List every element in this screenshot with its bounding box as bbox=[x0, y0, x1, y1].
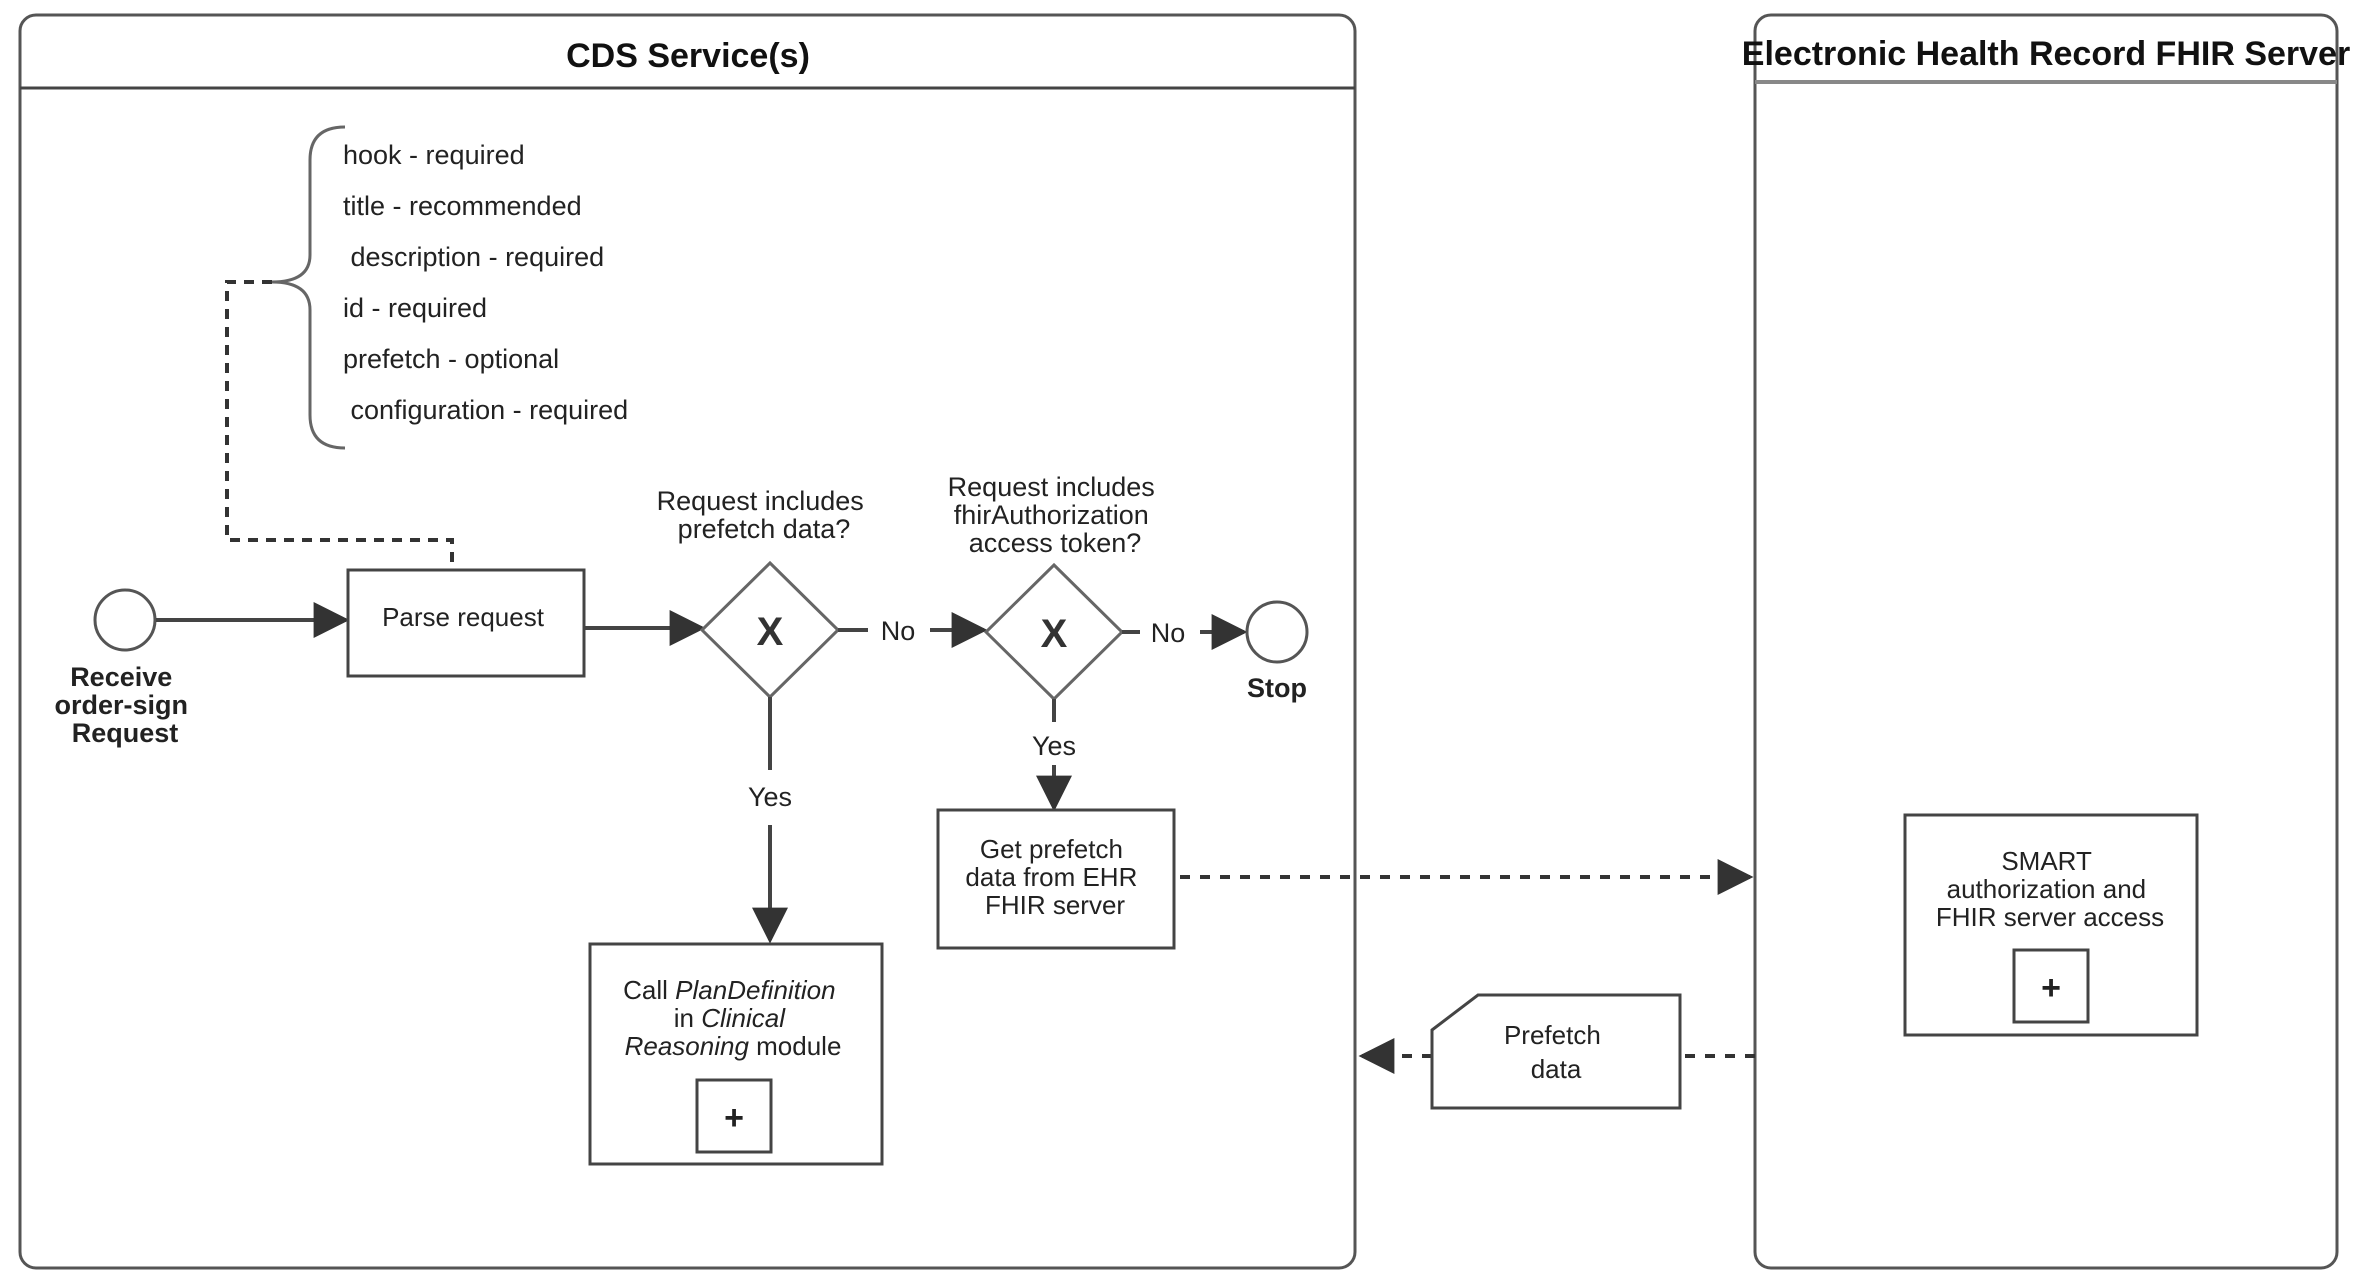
flow-label-no: No bbox=[881, 616, 916, 646]
data-object-label: Prefetch data bbox=[1504, 1020, 1608, 1084]
gateway-symbol: X bbox=[757, 610, 784, 654]
subprocess-label: Call PlanDefinition in Clinical Reasonin… bbox=[623, 975, 843, 1061]
flow-label-yes: Yes bbox=[1032, 731, 1076, 761]
subprocess-expand-marker[interactable]: + bbox=[2012, 948, 2090, 1024]
plus-icon: + bbox=[2041, 969, 2061, 1007]
pool-ehr-fhir-server: Electronic Health Record FHIR Server bbox=[1742, 13, 2350, 1270]
annotation-brace bbox=[271, 125, 346, 450]
task-parse-request[interactable]: Parse request bbox=[346, 568, 586, 678]
gateway-exclusive-1[interactable]: X bbox=[699, 560, 841, 700]
annotation-item: hook - required bbox=[343, 140, 525, 170]
start-event-label: Receive order-sign Request bbox=[54, 662, 195, 748]
subprocess-expand-marker[interactable]: + bbox=[695, 1078, 773, 1154]
annotation-item: prefetch - optional bbox=[343, 344, 559, 374]
flow-label-yes: Yes bbox=[748, 782, 792, 812]
gateway-1-question: Request includes prefetch data? bbox=[657, 486, 872, 544]
task-get-prefetch-data[interactable]: Get prefetch data from EHR FHIR server bbox=[936, 808, 1176, 950]
flow-label-no: No bbox=[1151, 618, 1186, 648]
association-line bbox=[225, 280, 454, 570]
subprocess-smart-authorization[interactable]: SMART authorization and FHIR server acce… bbox=[1903, 813, 2199, 1037]
annotation-item: configuration - required bbox=[343, 395, 628, 425]
subprocess-call-plandefinition[interactable]: Call PlanDefinition in Clinical Reasonin… bbox=[588, 942, 884, 1166]
pool-title-cds: CDS Service(s) bbox=[566, 37, 810, 75]
end-event-stop[interactable] bbox=[1245, 600, 1309, 664]
data-object-prefetch[interactable]: Prefetch data bbox=[1430, 993, 1682, 1110]
annotation-item: id - required bbox=[343, 293, 487, 323]
start-event[interactable] bbox=[93, 588, 157, 652]
plus-icon: + bbox=[724, 1099, 744, 1137]
end-event-label: Stop bbox=[1247, 673, 1307, 703]
text-annotation: hook - required title - recommended desc… bbox=[271, 125, 628, 450]
pool-cds-services: CDS Service(s) bbox=[18, 13, 1357, 1270]
gateway-exclusive-2[interactable]: X bbox=[983, 562, 1125, 702]
task-label: Get prefetch data from EHR FHIR server bbox=[965, 834, 1144, 920]
annotation-item: title - recommended bbox=[343, 191, 582, 221]
gateway-symbol: X bbox=[1041, 612, 1068, 656]
gateway-2-question: Request includes fhirAuthorization acces… bbox=[948, 472, 1163, 558]
task-label: Parse request bbox=[382, 602, 545, 632]
annotation-item: description - required bbox=[343, 242, 604, 272]
subprocess-label: SMART authorization and FHIR server acce… bbox=[1936, 846, 2164, 932]
pool-title-ehr: Electronic Health Record FHIR Server bbox=[1742, 35, 2350, 73]
